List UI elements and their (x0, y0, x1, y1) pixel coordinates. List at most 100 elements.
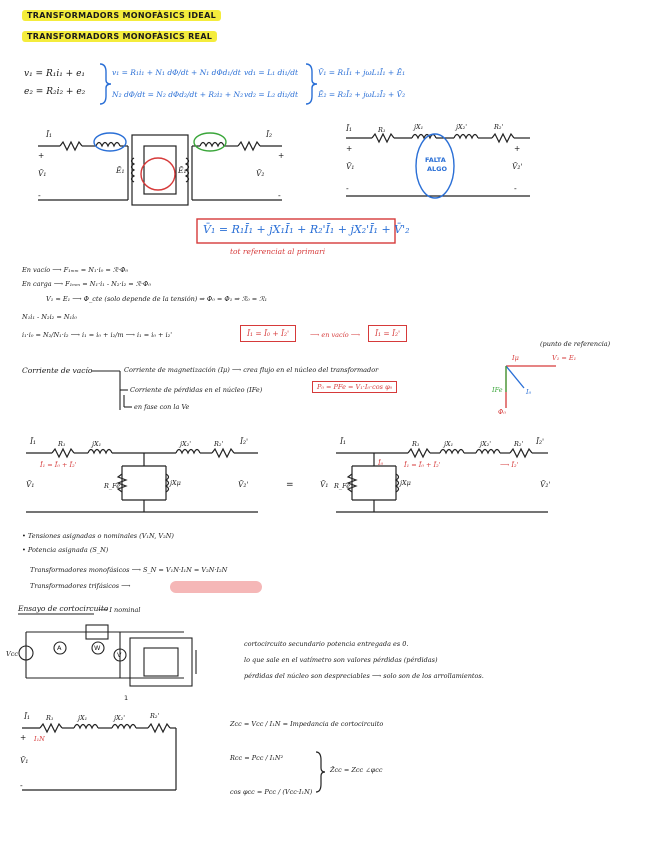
eq-ph2: Ē₂ = R₂Ī₂ + jωL₂Ī₂ + V̄₂ (318, 90, 406, 99)
eq-i2: Ī₂' (240, 437, 249, 446)
corrent-mag: Corriente de magnetización (Iμ) ⟶ crea f… (124, 366, 379, 374)
eq2-i2: Ī₂' (536, 437, 545, 446)
setup-tick: 1 (124, 694, 129, 702)
eq-r2: R₂' (214, 440, 224, 448)
phasor-v1: V₁ = E₁ (552, 354, 577, 362)
c1-e1: Ē₁ (116, 166, 125, 175)
phasor-im: Iμ (512, 354, 519, 362)
eq2-rfe: R_Fe (334, 482, 351, 490)
c2-i1: Ī₁ (346, 124, 352, 133)
c2-minus2: - (514, 184, 517, 193)
cc-i1: Ī₁ (24, 712, 30, 721)
setup-wattmeter: W (94, 644, 101, 652)
phasor-ife: IFe (492, 386, 503, 394)
eq2-v1: V̄₁ (320, 480, 329, 489)
line-buit: En vacío ⟶ F₁ₘₘ = N₁·i₀ = ℛ·Φ₀ (22, 266, 129, 274)
corrent-fase: en fase con la Ve (134, 403, 190, 411)
eq-n2: N₂ dΦ/dt = N₂ dΦd₂/dt + R₂i₂ + N₂ (112, 90, 244, 99)
eq-r1: R₁ (58, 440, 66, 448)
eq2-jx2: jX₂' (480, 440, 492, 448)
circuit-short-circuit (22, 722, 177, 791)
c1-i1: Ī₁ (46, 130, 52, 139)
line-ve: V₁ ≈ E₁ ⟶ Φ_cte (solo depende de la tens… (46, 295, 268, 303)
cc-v1: V̄₁ (20, 756, 29, 765)
c2-v2: V̄₂' (512, 162, 523, 171)
c1-plus2: + (278, 151, 285, 160)
setup-ammeter: A (57, 644, 62, 652)
cc-zcc: Zcc = Vcc / I₁N = Impedancia de cortocir… (230, 720, 384, 728)
box-i1-i2: Ī₁ = Ī₂' (368, 325, 408, 342)
eq-v1: V̄₁ (26, 480, 35, 489)
eq-i1: Ī₁ (30, 437, 36, 446)
eq-vd2: vd₂ = L₂ di₂/dt (244, 90, 299, 99)
eq2-r2: R₂' (514, 440, 524, 448)
corrent-perd: Corriente de pérdidas en el núcleo (IFe) (130, 386, 263, 394)
assaig-arrow: ⟶ I nominal (98, 606, 141, 614)
eq2-jx1: jX₁ (444, 440, 454, 448)
eq2-i1: Ī₁ (340, 437, 346, 446)
phasor-i0: I₀ (526, 388, 532, 396)
cc-minus: - (20, 781, 23, 790)
c2-algo: ALGO (427, 165, 448, 173)
c1-v2: V̄₂ (256, 169, 265, 178)
eq-equals: = (286, 480, 294, 490)
c1-v1: V̄₁ (38, 169, 47, 178)
setup-voltmeter: V (117, 651, 122, 659)
c2-plus1: + (346, 144, 353, 153)
c2-plus2: + (514, 144, 521, 153)
eq-n1: v₁ = R₁i₁ + N₁ dΦ/dt + N₁ dΦd₁/dt (112, 68, 241, 77)
cc-cos: cos φcc = Pcc / (Vcc·I₁N) (230, 788, 313, 796)
c2-r1: R₁ (378, 126, 386, 134)
bullet-tensions: • Tensiones asignadas o nominales (V₁N, … (22, 532, 174, 540)
corrent-label: Corriente de vacío (22, 366, 93, 375)
cc-r1: R₁ (46, 714, 54, 722)
c2-jx2: jX₂' (456, 123, 468, 131)
eq-vd1: vd₁ = L₁ di₁/dt (244, 68, 299, 77)
cc-jx2: jX₂' (114, 714, 126, 722)
eq2-iline: Ī₁ = Ī₀ + Ī₂' (404, 461, 441, 469)
assaig-title: Ensayo de cortocircuito (18, 604, 109, 613)
eq-e2: e₂ = R₂i₂ + e₂ (24, 87, 86, 97)
eq-ph1: V̄₁ = R₁Ī₁ + jωL₁Ī₁ + Ē₁ (318, 68, 406, 77)
line-n1i1: N₁i₁ - N₂i₂ = N₁i₀ (22, 313, 77, 321)
c2-v1: V̄₁ (346, 162, 355, 171)
cc-plus: + (20, 733, 27, 742)
cc-jx1: jX₁ (78, 714, 88, 722)
phasor-title: (punto de referencia) (540, 340, 611, 348)
eq-jx1: jX₁ (92, 440, 102, 448)
cc-i1n: I₁N (34, 735, 45, 743)
circuit-transformer (38, 134, 282, 206)
line-carrega: En carga ⟶ F₁ₘₘ = N₁·i₁ - N₂·i₂ = ℛ·Φ₀ (22, 280, 151, 288)
eq-rfe: R_Fe (104, 482, 121, 490)
setup-vcc: Vcc (6, 650, 18, 658)
phasor-diagram (505, 365, 556, 408)
c2-r2: R₂' (494, 123, 504, 131)
bullet-potencia: • Potencia asignada (S_N) (22, 546, 109, 554)
cc-rcc: Rcc = Pcc / I₁N² (230, 754, 284, 762)
cc-r2: R₂' (150, 712, 160, 720)
eq2-r1: R₁ (412, 440, 420, 448)
eq2-i2b: ⟶ Ī₂' (500, 461, 519, 469)
corrent-box: P₀ = PFe = V₁·I₀·cos φ₀ (312, 381, 398, 393)
phasor-phi: Φ₀ (498, 408, 506, 416)
box-i1: Ī₁ = Ī₀ + Ī₂' (240, 325, 297, 342)
eq-jxm: jXμ (170, 479, 181, 487)
eq-jx2: jX₂' (180, 440, 192, 448)
eq2-v2: V̄₂' (540, 480, 551, 489)
title-real: TRANSFORMADORS MONOFÀSICS REAL (22, 31, 218, 42)
c1-plus1: + (38, 151, 45, 160)
short-circuit-setup (18, 624, 197, 687)
circuit-equivalent-series (346, 132, 530, 197)
eq2-i0: Ī₀ (378, 459, 384, 467)
c2-minus1: - (346, 184, 349, 193)
line-buit2: ⟶ en vacío ⟶ (310, 331, 361, 339)
assaig-l3: pérdidas del núcleo son despreciables ⟶ … (244, 672, 484, 680)
c2-jx1: jX₁ (414, 123, 424, 131)
assaig-l2: lo que sale en el vatímetro son valores … (244, 656, 438, 664)
main-equation: V̄₁ = R₁Ī₁ + jX₁Ī₁ + R₂'Ī₁ + jX₂'Ī₁ + V̄… (203, 223, 410, 236)
trafo-tri: Transformadores trifásicos ⟶ (30, 582, 131, 590)
c1-minus2: - (278, 191, 281, 200)
c1-i2: Ī₂ (266, 130, 272, 139)
c1-e2: Ē₁ (178, 166, 187, 175)
